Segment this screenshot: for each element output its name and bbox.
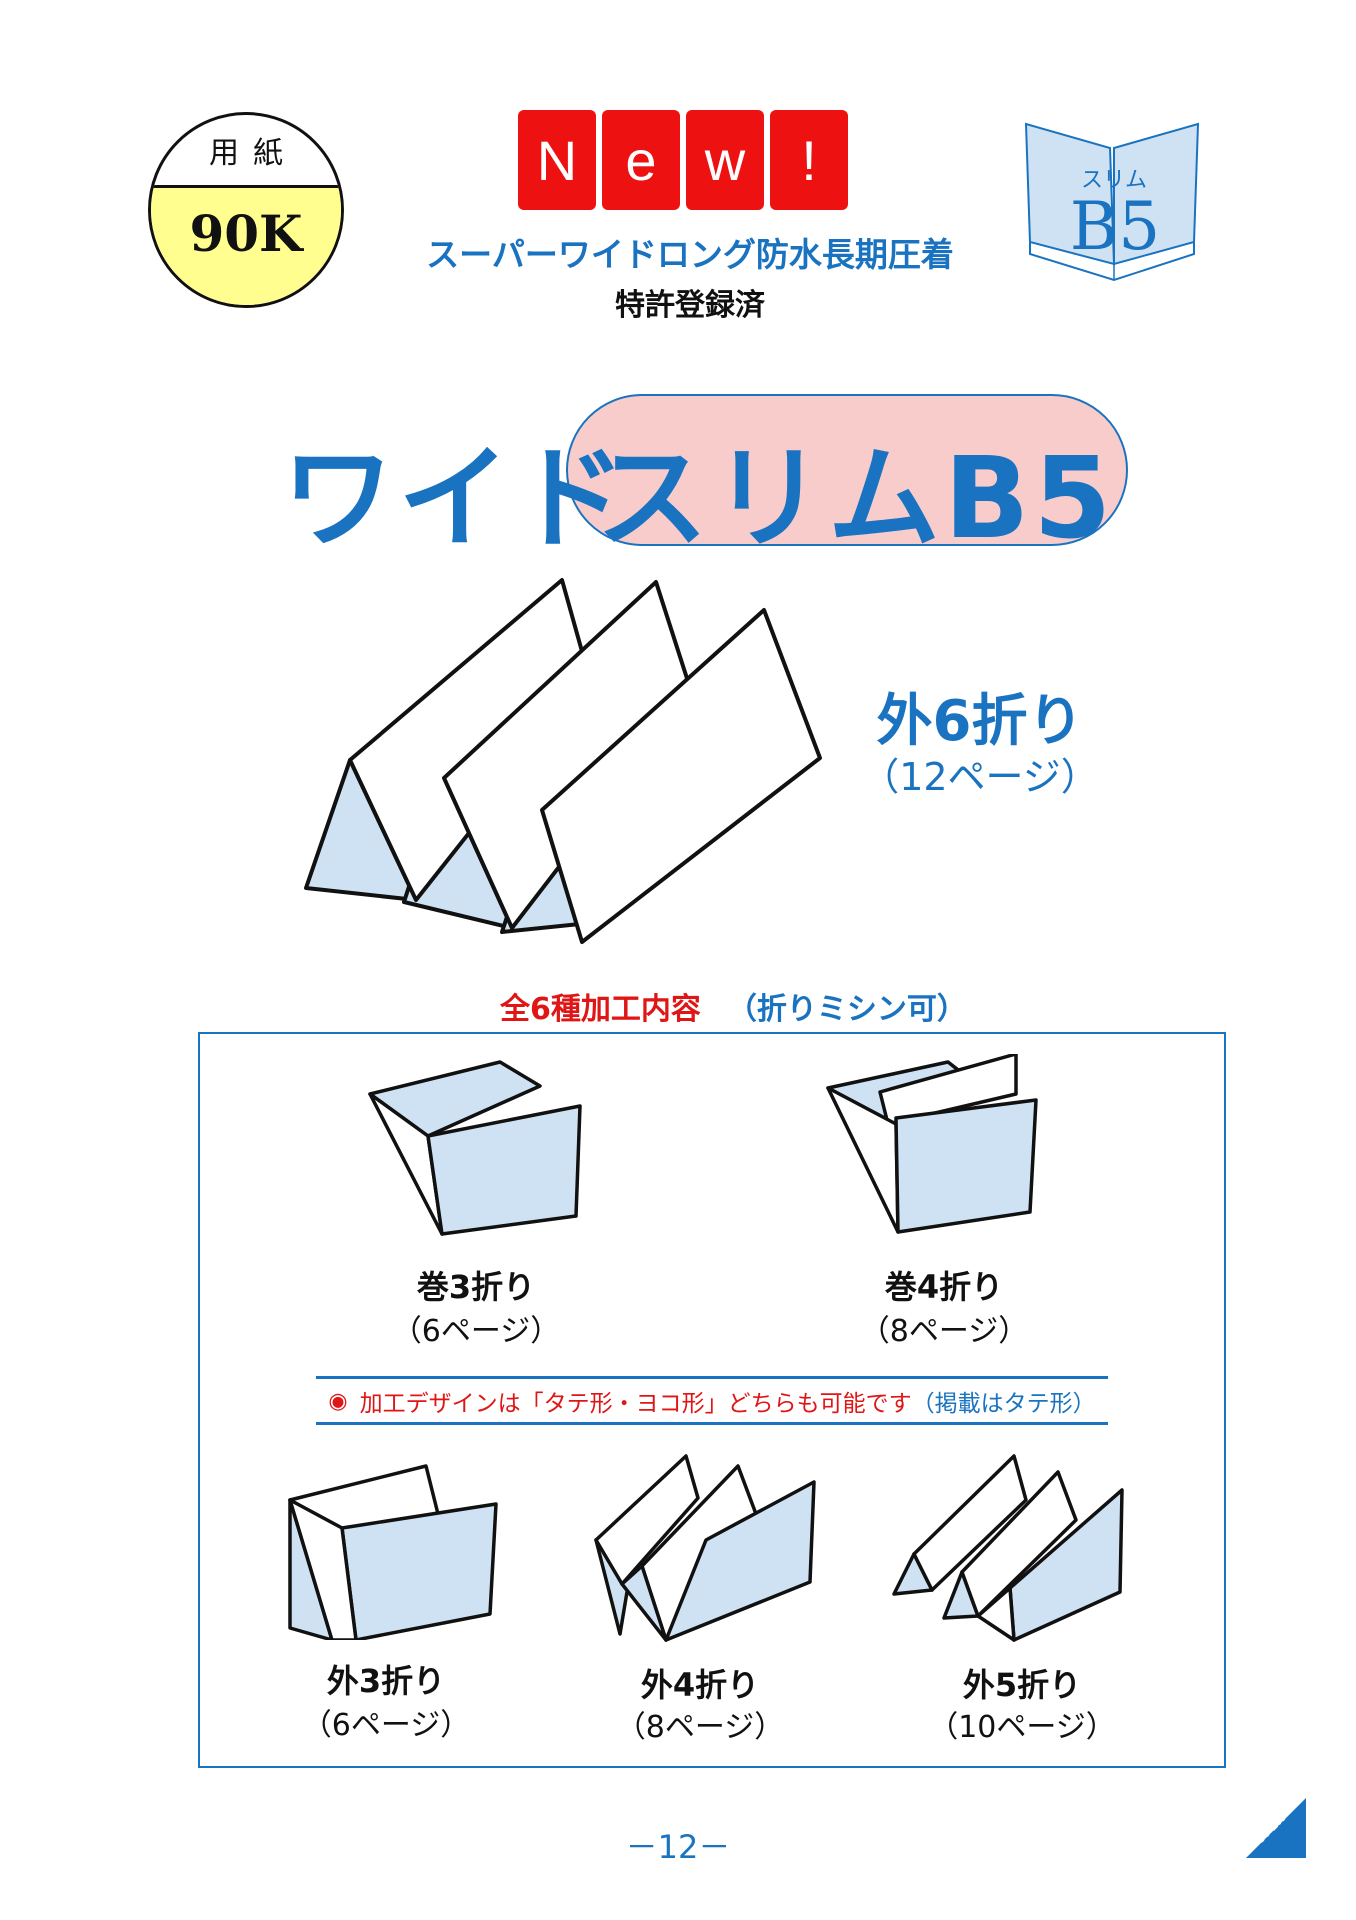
bullet-icon: ◉ bbox=[328, 1388, 348, 1414]
new-letter: w bbox=[686, 110, 764, 210]
fold-pages: （6ページ） bbox=[301, 1708, 471, 1743]
fold-name: 巻4折り bbox=[884, 1268, 1004, 1306]
new-letter: e bbox=[602, 110, 680, 210]
main-fold-pages: （12ページ） bbox=[861, 755, 1099, 799]
outer-4-fold-illustration bbox=[594, 1454, 816, 1642]
title-pill-background bbox=[566, 394, 1128, 546]
paper-weight-badge: 用紙 90K bbox=[148, 112, 344, 308]
new-letter: ! bbox=[770, 110, 848, 210]
fold-name: 巻3折り bbox=[416, 1268, 536, 1306]
b5-booklet-icon bbox=[1024, 122, 1200, 282]
section-note: （折りミシン可） bbox=[726, 992, 967, 1027]
fold-name: 外3折り bbox=[326, 1662, 446, 1700]
fold-pages: （8ページ） bbox=[615, 1710, 785, 1745]
new-letter: N bbox=[518, 110, 596, 210]
fold-name: 外5折り bbox=[962, 1666, 1082, 1704]
b5-icon-size-label: B5 bbox=[1069, 188, 1161, 265]
product-subtitle: スーパーワイドロング防水長期圧着 bbox=[426, 235, 954, 274]
fold-pages: （10ページ） bbox=[928, 1710, 1116, 1745]
design-note-remark: （掲載はタテ形） bbox=[911, 1391, 1096, 1417]
fold-pages: （8ページ） bbox=[859, 1314, 1029, 1349]
title-slim-b5: スリムB5 bbox=[596, 434, 1116, 564]
fold-types-frame bbox=[198, 1032, 1226, 1768]
fold-name: 外4折り bbox=[640, 1666, 760, 1704]
b5-icon-slim-label: スリム bbox=[1080, 168, 1147, 193]
outer-6-fold-illustration bbox=[304, 578, 822, 944]
design-note: ◉ 加工デザインは「タテ形・ヨコ形」どちらも可能です（掲載はタテ形） bbox=[316, 1382, 1108, 1420]
section-heading: 全6種加工内容 （折りミシン可） bbox=[500, 984, 967, 1028]
outer-5-fold-illustration bbox=[892, 1454, 1124, 1642]
note-divider-bottom bbox=[316, 1422, 1108, 1425]
title-wide: ワイド bbox=[282, 434, 630, 564]
new-badge: N e w ! bbox=[518, 110, 848, 210]
design-note-text: 加工デザインは「タテ形・ヨコ形」どちらも可能です bbox=[359, 1391, 912, 1417]
page-number: －12－ bbox=[625, 1828, 731, 1866]
fold-pages: （6ページ） bbox=[391, 1314, 561, 1349]
roll-3-fold-illustration bbox=[368, 1060, 582, 1236]
paper-weight: 90K bbox=[151, 185, 341, 305]
paper-label: 用紙 bbox=[209, 136, 297, 171]
section-title: 全6種加工内容 bbox=[500, 992, 701, 1027]
note-divider-top bbox=[316, 1376, 1108, 1379]
main-fold-name: 外6折り bbox=[876, 689, 1084, 754]
patent-label: 特許登録済 bbox=[615, 288, 765, 323]
open-corner-tab[interactable] bbox=[1246, 1798, 1306, 1858]
roll-4-fold-illustration bbox=[826, 1054, 1038, 1234]
outer-3-fold-illustration bbox=[288, 1464, 498, 1640]
